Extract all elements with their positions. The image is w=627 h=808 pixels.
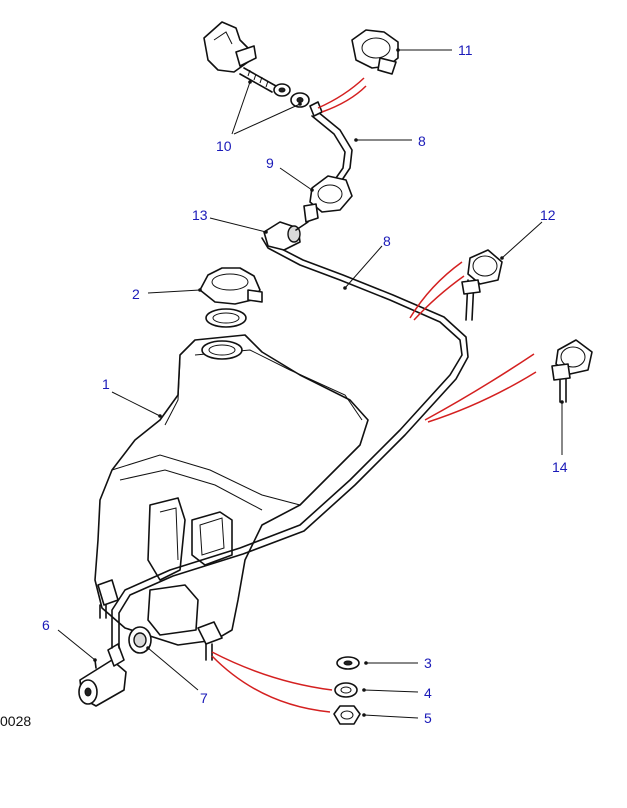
figure-code: 0028 <box>0 713 31 729</box>
leader-lines <box>57 48 564 719</box>
plain-washer <box>336 656 360 670</box>
mounting-bracket <box>203 21 257 73</box>
callout-11: 11 <box>458 42 473 58</box>
callout-9: 9 <box>266 155 274 171</box>
callout-12: 12 <box>540 207 556 223</box>
washer-reservoir-tank <box>94 334 369 661</box>
callout-8-upper: 8 <box>418 133 426 149</box>
callout-5: 5 <box>424 710 432 726</box>
callout-8-lower: 8 <box>383 233 391 249</box>
washer-pump <box>78 643 127 707</box>
washer-small <box>273 83 291 97</box>
pump-grommet <box>128 626 152 654</box>
washer-hose <box>111 111 469 649</box>
callout-10: 10 <box>216 138 232 154</box>
cap-seal-ring <box>205 308 247 328</box>
callout-4: 4 <box>424 685 432 701</box>
non-return-valve <box>303 175 353 223</box>
red-group-leaders <box>211 77 537 713</box>
cable-tie-12 <box>461 249 503 321</box>
filler-cap <box>199 267 263 305</box>
callout-14: 14 <box>552 459 568 475</box>
callout-1: 1 <box>102 376 110 392</box>
hose-connector <box>263 221 309 251</box>
hex-nut <box>333 705 361 725</box>
callout-6: 6 <box>42 617 50 633</box>
callout-2: 2 <box>132 286 140 302</box>
mounting-bolt <box>239 67 277 93</box>
cable-tie-14 <box>551 339 593 403</box>
callout-13: 13 <box>192 207 208 223</box>
callout-labels: 1 2 3 4 5 6 7 8 8 9 10 11 12 13 14 <box>42 42 568 726</box>
washer-large <box>290 92 310 108</box>
callout-7: 7 <box>200 690 208 706</box>
hose-clip <box>351 29 399 75</box>
callout-3: 3 <box>424 655 432 671</box>
lock-washer <box>334 682 358 698</box>
